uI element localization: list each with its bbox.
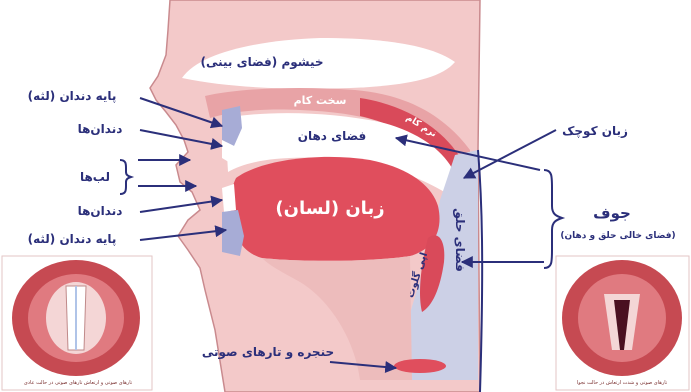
label-larynx: حنجره و تارهای صوتی bbox=[202, 345, 334, 360]
label-tongue: زبان (لسان) bbox=[275, 198, 384, 219]
label-lips: لب‌ها bbox=[80, 170, 110, 184]
label-cavity-sub: (فضای خالی حلق و دهان) bbox=[560, 231, 675, 241]
lips-bracket bbox=[120, 160, 131, 194]
lower-incisor-shape bbox=[222, 184, 236, 212]
label-upper-teeth: دندان‌ها bbox=[78, 122, 123, 136]
caption-left: تارهای صوتی و ارتعاش تارهای صوتی در حالت… bbox=[24, 380, 133, 386]
label-hard-palate: سخت کام bbox=[294, 94, 347, 107]
vocal-cords-inset-right bbox=[556, 256, 689, 390]
label-cavity-title: جوف bbox=[593, 204, 631, 222]
caption-right: تارهای صوتی و شدت ارتعاش در حالت نجوا bbox=[577, 380, 668, 386]
label-upper-gum: پایه دندان (لثه) bbox=[28, 89, 117, 103]
label-oral-cavity: فضای دهان bbox=[298, 129, 367, 143]
label-nasal-cavity: خیشوم (فضای بینی) bbox=[200, 55, 323, 70]
label-pharynx: فضای حلق bbox=[453, 208, 467, 272]
larynx-shape bbox=[394, 359, 446, 373]
label-uvula: زبان کوچک bbox=[562, 124, 628, 139]
label-lower-teeth: دندان‌ها bbox=[78, 204, 123, 218]
vocal-cords-inset-left bbox=[2, 256, 152, 390]
cavity-bracket bbox=[544, 170, 562, 268]
label-lower-gum: پایه دندان (لثه) bbox=[28, 232, 117, 246]
